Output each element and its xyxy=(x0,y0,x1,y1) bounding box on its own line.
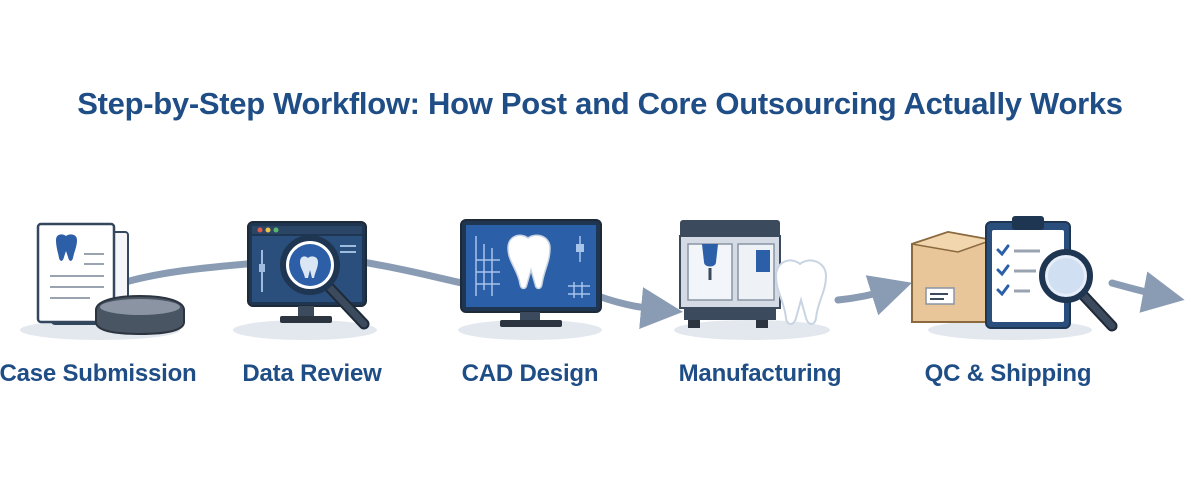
step-label-case-submission: Case Submission xyxy=(0,360,197,387)
document-and-scanner-icon xyxy=(20,222,185,340)
flow-connector-2-3 xyxy=(358,258,466,287)
monitor-magnifier-icon xyxy=(233,221,377,340)
flow-connector-5-end xyxy=(1108,271,1185,313)
diagram-title: Step-by-Step Workflow: How Post and Core… xyxy=(77,86,1123,121)
flow-connector-3-4 xyxy=(594,287,683,330)
flow-connector-1-2 xyxy=(118,259,262,287)
step-label-data-review: Data Review xyxy=(242,360,382,387)
step-label-cad-design: CAD Design xyxy=(461,360,599,387)
flow-connector-4-5 xyxy=(834,275,913,316)
box-clipboard-magnifier-icon xyxy=(911,216,1118,340)
step-label-qc-shipping: QC & Shipping xyxy=(924,360,1092,387)
cad-monitor-tooth-icon xyxy=(458,219,602,340)
step-label-manufacturing: Manufacturing xyxy=(678,360,842,387)
milling-machine-tooth-icon xyxy=(674,220,830,340)
